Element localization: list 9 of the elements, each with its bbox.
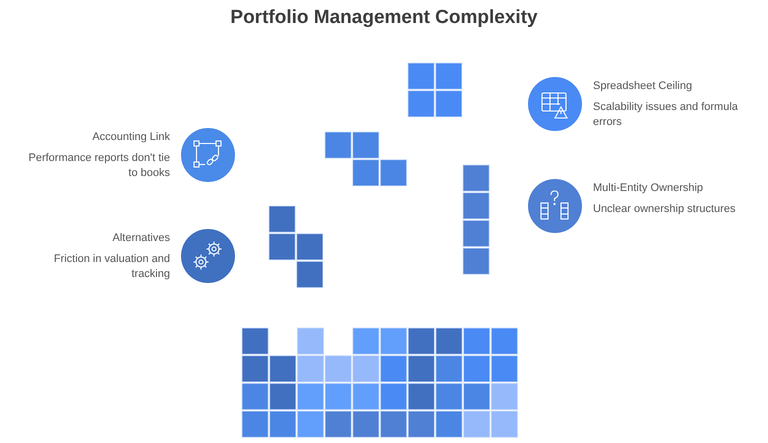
diagram-title: Portfolio Management Complexity <box>229 6 539 30</box>
node-heading: Multi-Entity Ownership <box>593 181 704 196</box>
node-description: Unclear ownership structures <box>593 202 736 217</box>
node-heading: Accounting Link <box>91 130 170 145</box>
node-heading: Spreadsheet Ceiling <box>593 79 694 94</box>
node-description: Performance reports don't tie to books <box>27 151 170 181</box>
node-description: Scalability issues and formula errors <box>593 100 739 130</box>
node-heading: Alternatives <box>112 231 170 246</box>
node-description: Friction in valuation and tracking <box>52 252 170 282</box>
